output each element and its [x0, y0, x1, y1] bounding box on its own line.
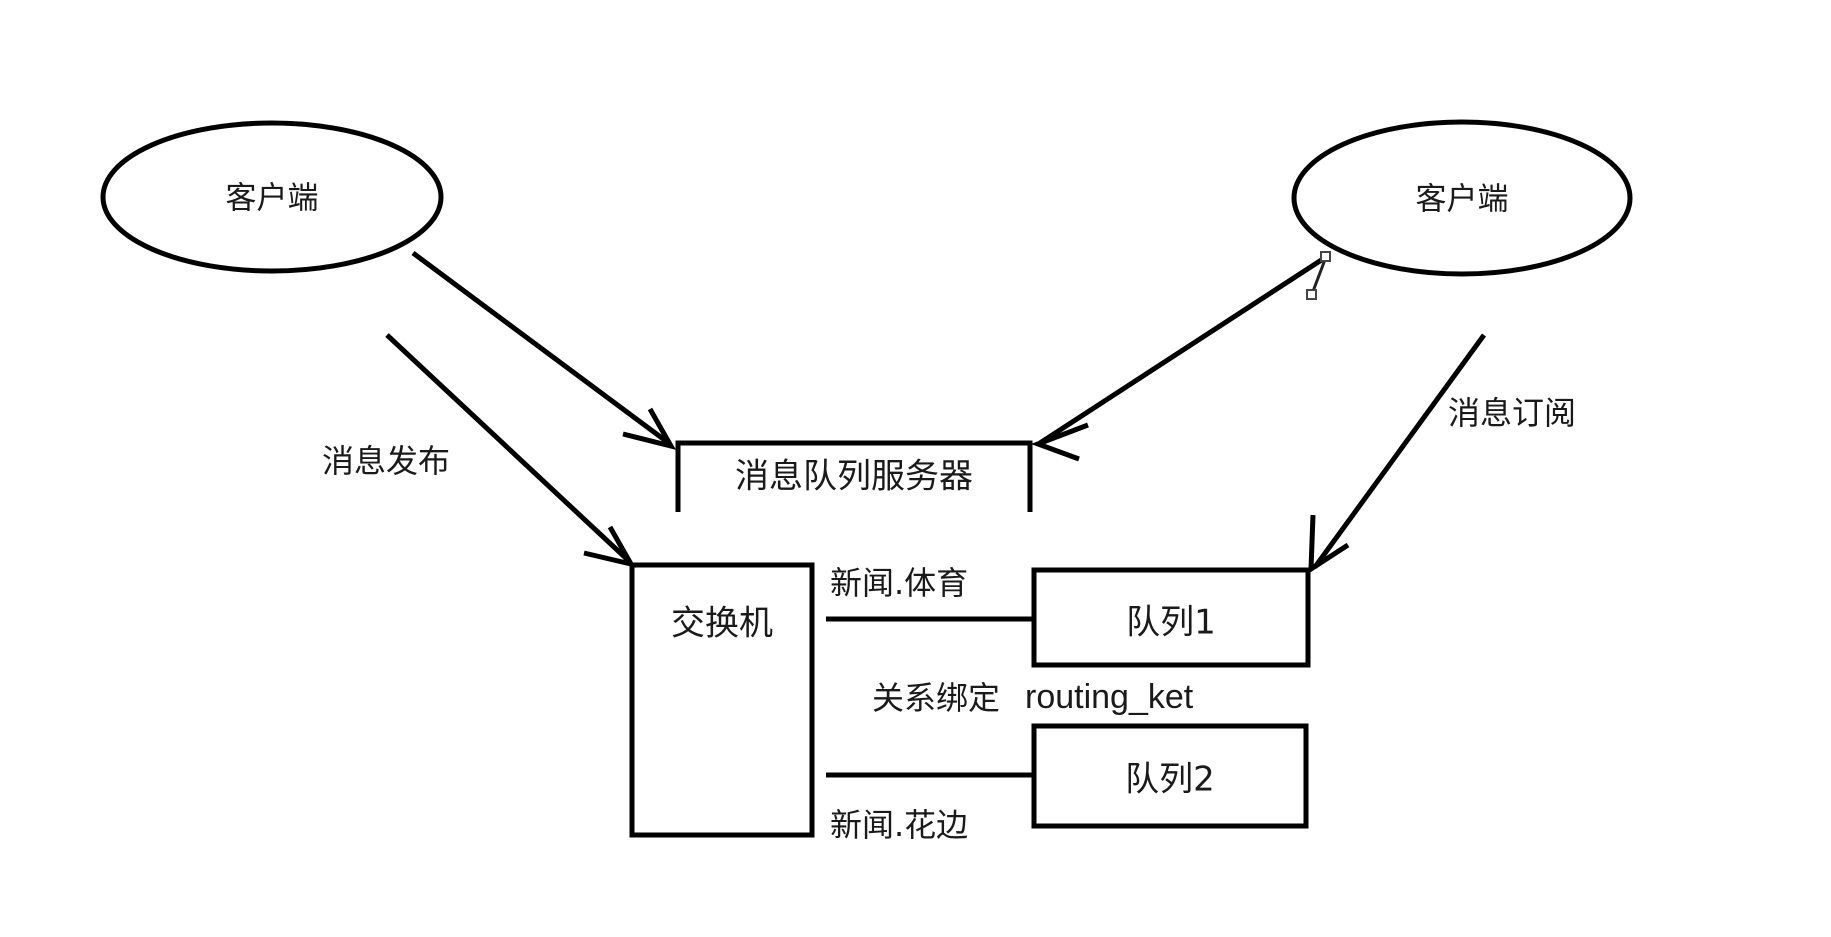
edge-server-to-client[interactable]: [1030, 251, 1331, 462]
mq-server-label: 消息队列服务器: [735, 457, 973, 497]
subscribe-from-queue1-label: 消息订阅: [1448, 394, 1576, 432]
queue-1-box-shape[interactable]: [1031, 567, 1311, 668]
publish-to-exchange-arrowhead-icon: [583, 525, 636, 568]
binding-sports-label: 新闻.体育: [830, 564, 968, 602]
subscribe-from-queue1-arrowhead-icon: [1308, 514, 1350, 574]
queue-1-label: 队列1: [1126, 603, 1216, 643]
node-client-left[interactable]: 客户端: [100, 120, 444, 274]
binding-relation-label: 关系绑定: [872, 679, 1000, 717]
annotation-binding-group: 关系绑定 routing_ket: [872, 678, 1194, 717]
exchange-label: 交换机: [671, 604, 773, 644]
edge-subscribe-from-queue1[interactable]: 消息订阅: [1308, 333, 1576, 574]
edge-binding-sports[interactable]: 新闻.体育: [826, 564, 1032, 622]
node-queue-1[interactable]: 队列1: [1031, 567, 1311, 668]
node-queue-2[interactable]: 队列2: [1031, 723, 1309, 829]
server-to-client-handle-tail: [1310, 256, 1328, 295]
node-mq-server[interactable]: 消息队列服务器: [675, 440, 1033, 512]
server-to-client-line[interactable]: [1038, 254, 1328, 446]
client-left-label: 客户端: [226, 181, 319, 217]
client-left-ellipse-shape[interactable]: [100, 120, 444, 274]
edge-publish-to-exchange[interactable]: 消息发布: [322, 333, 636, 568]
server-to-client-handle-end-icon[interactable]: [1306, 289, 1317, 300]
edge-publish-to-server[interactable]: [411, 250, 677, 450]
binding-gossip-label: 新闻.花边: [830, 806, 968, 844]
exchange-box-shape[interactable]: [629, 562, 815, 838]
publish-to-server-arrowhead-icon: [622, 407, 677, 450]
server-to-client-handle-start-icon[interactable]: [1320, 251, 1331, 262]
mq-server-box-shape[interactable]: [675, 440, 1033, 512]
edge-binding-gossip[interactable]: 新闻.花边: [826, 772, 1032, 844]
publish-to-exchange-line[interactable]: [385, 333, 632, 564]
node-client-right[interactable]: 客户端: [1291, 119, 1633, 277]
client-right-label: 客户端: [1416, 182, 1509, 218]
routing-key-label: routing_ket: [1025, 678, 1194, 716]
publish-to-server-line[interactable]: [411, 250, 672, 447]
server-to-client-arrowhead-icon: [1030, 422, 1089, 462]
subscribe-from-queue1-line[interactable]: [1312, 333, 1487, 569]
publish-to-exchange-label: 消息发布: [322, 442, 450, 480]
node-exchange[interactable]: 交换机: [629, 562, 815, 838]
queue-2-label: 队列2: [1125, 760, 1215, 800]
client-right-ellipse-shape[interactable]: [1291, 119, 1633, 277]
queue-2-box-shape[interactable]: [1031, 723, 1309, 829]
